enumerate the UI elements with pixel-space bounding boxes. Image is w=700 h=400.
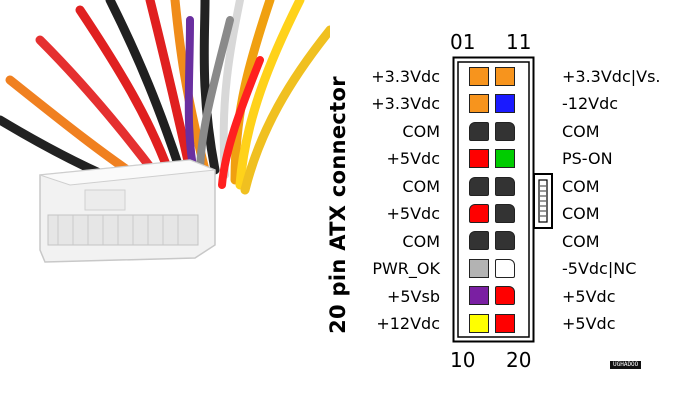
pin-18 — [495, 259, 515, 278]
connector-photo — [0, 0, 330, 400]
left-label-09: +5Vsb — [387, 287, 440, 307]
left-label-05: COM — [402, 177, 440, 197]
pin-11 — [495, 67, 515, 86]
pin-number-top-right: 11 — [506, 30, 531, 54]
diagram-title: 20 pin ATX connector — [326, 76, 350, 334]
left-label-04: +5Vdc — [387, 149, 440, 169]
pin-14 — [495, 149, 515, 168]
right-label-20: +5Vdc — [562, 314, 615, 334]
pin-10 — [469, 314, 489, 333]
right-label-19: +5Vdc — [562, 287, 615, 307]
right-label-18: -5Vdc|NC — [562, 259, 636, 279]
pin-05 — [469, 177, 489, 196]
right-label-13: COM — [562, 122, 600, 142]
right-label-17: COM — [562, 232, 600, 252]
right-label-14: PS-ON — [562, 149, 613, 169]
pin-number-bottom-right: 20 — [506, 348, 531, 372]
left-label-10: +12Vdc — [376, 314, 440, 334]
pin-01 — [469, 67, 489, 86]
left-label-08: PWR_OK — [372, 259, 440, 279]
watermark: UGHADOO — [610, 361, 641, 369]
pin-17 — [495, 231, 515, 250]
pin-20 — [495, 314, 515, 333]
pin-13 — [495, 122, 515, 141]
pin-02 — [469, 94, 489, 113]
pin-04 — [469, 149, 489, 168]
pin-number-bottom-left: 10 — [450, 348, 475, 372]
right-label-11: +3.3Vdc|Vs. — [562, 67, 661, 87]
left-label-06: +5Vdc — [387, 204, 440, 224]
pin-12 — [495, 94, 515, 113]
pin-07 — [469, 231, 489, 250]
left-label-07: COM — [402, 232, 440, 252]
pin-08 — [469, 259, 489, 278]
right-label-16: COM — [562, 204, 600, 224]
left-label-01: +3.3Vdc — [371, 67, 440, 87]
wire-bundle — [0, 0, 330, 190]
pin-19 — [495, 286, 515, 305]
left-label-02: +3.3Vdc — [371, 94, 440, 114]
latch-clip — [534, 174, 552, 228]
pin-09 — [469, 286, 489, 305]
pin-15 — [495, 177, 515, 196]
pin-number-top-left: 01 — [450, 30, 475, 54]
right-label-12: -12Vdc — [562, 94, 618, 114]
right-label-15: COM — [562, 177, 600, 197]
pin-03 — [469, 122, 489, 141]
pin-06 — [469, 204, 489, 223]
pin-16 — [495, 204, 515, 223]
connector-plug — [40, 160, 215, 262]
left-label-03: COM — [402, 122, 440, 142]
